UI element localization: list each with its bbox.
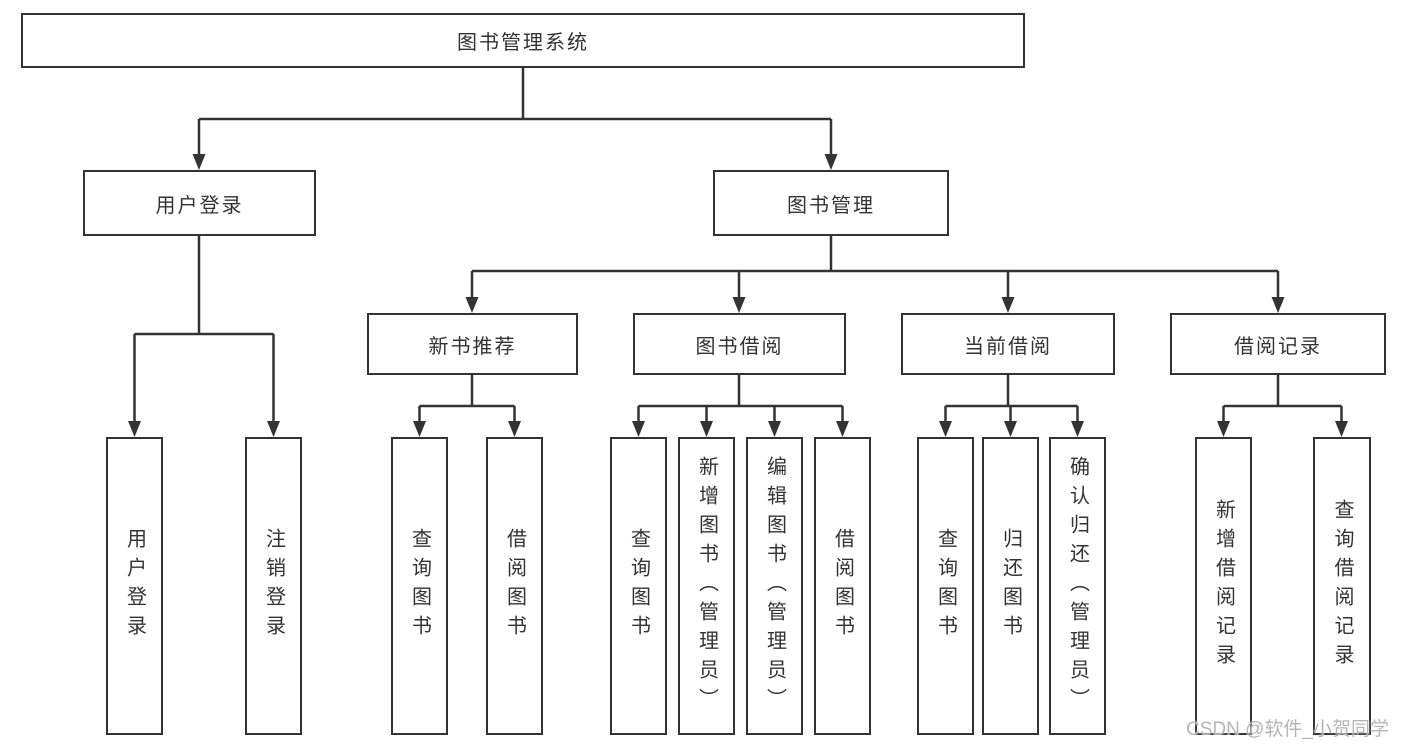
node-root-library-system: 图书管理系统 [21, 13, 1025, 68]
arrowhead-cb-return [1004, 421, 1017, 437]
leaf-add-borrow-record-label: 新增借阅记录 [1212, 499, 1235, 673]
leaf-current-query-books: 查询图书 [917, 437, 974, 735]
leaf-newbook-query-books: 查询图书 [391, 437, 448, 735]
node-root-label: 图书管理系统 [457, 32, 589, 54]
leaf-add-book-admin: 新增图书（管理员） [678, 437, 735, 735]
node-book-borrow-label: 图书借阅 [695, 335, 784, 358]
leaf-borrow-book: 借阅图书 [814, 437, 871, 735]
arrowhead-cb-confirm [1071, 421, 1084, 437]
arrowhead-nb-query [413, 421, 426, 437]
arrowhead-borrow-records [1271, 297, 1285, 313]
leaf-user-login: 用户登录 [106, 437, 163, 735]
node-current-borrow-label: 当前借阅 [964, 335, 1052, 358]
arrowhead-current-borrow [1001, 297, 1015, 313]
arrowhead-nb-borrow [508, 421, 521, 437]
node-current-borrow: 当前借阅 [901, 313, 1115, 375]
leaf-query-borrow-record: 查询借阅记录 [1313, 437, 1371, 735]
node-borrow-records: 借阅记录 [1170, 313, 1386, 375]
leaf-borrow-query-books: 查询图书 [610, 437, 667, 735]
node-new-book-recommend: 新书推荐 [367, 313, 578, 375]
leaf-newbook-query-books-label: 查询图书 [408, 528, 431, 644]
csdn-watermark: CSDN @软件_小贺同学 [1186, 719, 1389, 740]
leaf-newbook-borrow-books-label: 借阅图书 [503, 528, 526, 644]
arrowhead-br-add [1217, 421, 1230, 437]
arrowhead-book-management [824, 154, 838, 170]
arrowhead-cb-query [939, 421, 952, 437]
leaf-add-borrow-record: 新增借阅记录 [1195, 437, 1252, 735]
leaf-current-query-books-label: 查询图书 [934, 528, 957, 644]
arrowhead-new-book [465, 297, 479, 313]
leaf-logout-label: 注销登录 [262, 528, 285, 644]
leaf-confirm-return-admin-label: 确认归还（管理员） [1066, 455, 1089, 717]
arrowhead-logout-leaf [267, 421, 280, 437]
leaf-confirm-return-admin: 确认归还（管理员） [1049, 437, 1106, 735]
arrowhead-book-borrow [732, 297, 746, 313]
arrowhead-bb-borrow [836, 421, 849, 437]
arrowhead-login-leaf [128, 421, 141, 437]
arrowhead-bb-query [632, 421, 645, 437]
leaf-edit-book-admin: 编辑图书（管理员） [746, 437, 803, 735]
node-new-book-recommend-label: 新书推荐 [428, 335, 517, 358]
node-user-login: 用户登录 [83, 170, 316, 236]
leaf-query-borrow-record-label: 查询借阅记录 [1331, 499, 1353, 673]
arrowhead-user-login [192, 154, 206, 170]
node-book-management-label: 图书管理 [787, 194, 875, 217]
node-borrow-records-label: 借阅记录 [1234, 335, 1322, 358]
leaf-borrow-query-books-label: 查询图书 [627, 528, 650, 644]
arrowhead-bb-add [700, 421, 713, 437]
leaf-borrow-book-label: 借阅图书 [831, 528, 854, 644]
arrowhead-br-query [1335, 421, 1348, 437]
node-book-borrow: 图书借阅 [633, 313, 846, 375]
node-book-management: 图书管理 [713, 170, 949, 236]
leaf-return-book: 归还图书 [982, 437, 1039, 735]
node-user-login-label: 用户登录 [155, 194, 244, 217]
leaf-edit-book-admin-label: 编辑图书（管理员） [763, 455, 786, 717]
leaf-add-book-admin-label: 新增图书（管理员） [695, 455, 718, 717]
leaf-user-login-label: 用户登录 [123, 528, 146, 644]
leaf-logout: 注销登录 [245, 437, 302, 735]
arrowhead-bb-edit [768, 421, 781, 437]
leaf-return-book-label: 归还图书 [999, 528, 1022, 644]
leaf-newbook-borrow-books: 借阅图书 [486, 437, 543, 735]
